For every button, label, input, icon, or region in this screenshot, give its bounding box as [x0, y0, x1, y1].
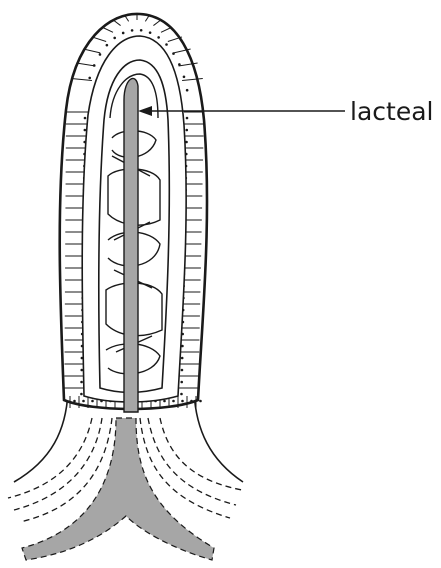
cell-nucleus: [80, 369, 83, 372]
cell-nucleus: [186, 117, 189, 120]
cell-nucleus: [181, 357, 184, 360]
cell-nucleus: [88, 77, 91, 80]
cell-nucleus: [172, 400, 175, 403]
villus-base-left-line: [14, 392, 68, 482]
villus-base-right-line: [194, 392, 243, 482]
cell-nucleus: [122, 32, 125, 35]
cell-nucleus: [80, 381, 83, 384]
cell-nucleus: [186, 89, 189, 92]
cell-nucleus: [181, 400, 184, 403]
cell-nucleus: [185, 129, 188, 132]
cell-nucleus: [165, 43, 168, 46]
cell-nucleus: [93, 64, 96, 67]
lacteal: [124, 78, 138, 412]
cell-nucleus: [84, 117, 87, 120]
cell-nucleus: [131, 29, 134, 32]
cell-nucleus: [106, 44, 109, 47]
cell-nucleus: [99, 53, 102, 56]
cell-nucleus: [73, 400, 76, 403]
cell-nucleus: [180, 393, 183, 396]
cell-nucleus: [80, 393, 83, 396]
cell-nucleus: [82, 400, 85, 403]
cell-nucleus: [181, 369, 184, 372]
lacteal-trunk: [22, 418, 214, 560]
cell-nucleus: [183, 76, 186, 79]
lacteal-label: lacteal: [350, 97, 433, 126]
cell-nucleus: [180, 381, 183, 384]
cell-nucleus: [84, 129, 87, 132]
cell-nucleus: [113, 37, 116, 40]
cell-nucleus: [140, 29, 143, 32]
cell-nucleus: [157, 36, 160, 39]
cell-nucleus: [91, 400, 94, 403]
cell-nucleus: [199, 400, 202, 403]
cell-nucleus: [149, 31, 152, 34]
cell-nucleus: [190, 400, 193, 403]
